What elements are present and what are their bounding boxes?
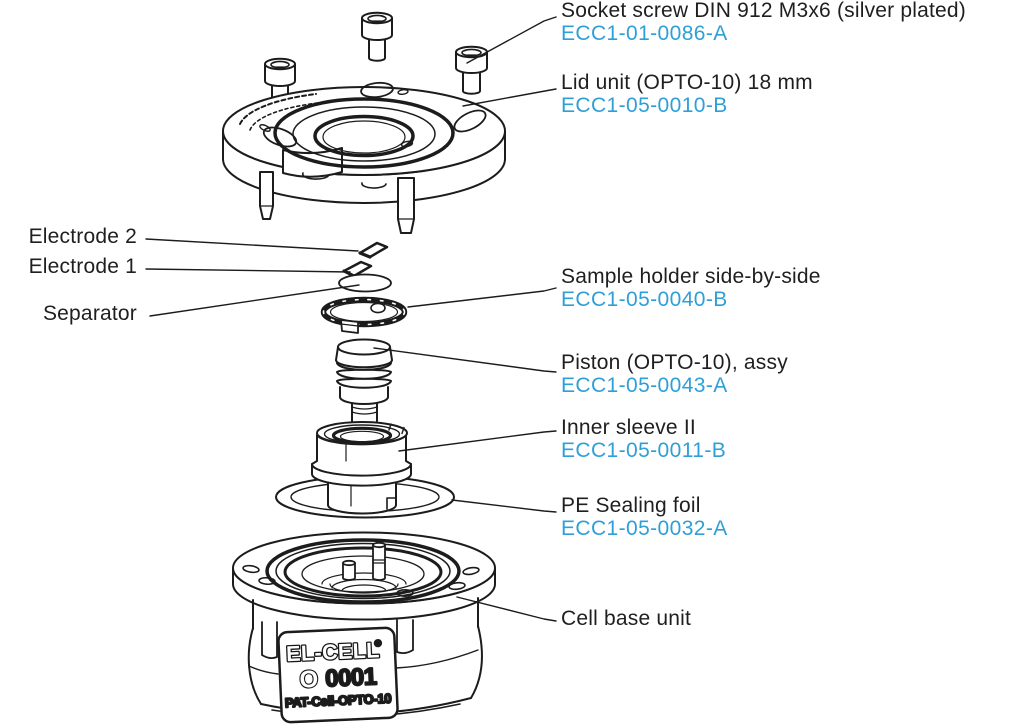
label-socket-screw: Socket screw DIN 912 M3x6 (silver plated… [561,0,966,45]
label-electrode-1: Electrode 1 [29,255,137,278]
part-name: Electrode 2 [28,225,137,248]
label-cell-base-unit: Cell base unit [561,607,691,630]
leader-lines [145,16,557,622]
cell-base-drawing: EL-CELL ® O 0001 PAT-Cell-OPTO-10 [232,531,496,724]
label-inner-sleeve: Inner sleeve II ECC1-05-0011-B [561,416,726,462]
base-label-model: PAT-Cell-OPTO-10 [285,691,392,711]
part-name: Piston (OPTO-10), assy [561,351,788,374]
base-label-brand: EL-CELL [286,638,381,666]
part-number: ECC1-05-0043-A [561,374,728,397]
label-sample-holder: Sample holder side-by-side ECC1-05-0040-… [561,265,821,311]
part-name: Sample holder side-by-side [561,265,821,288]
part-number: ECC1-05-0040-B [561,288,728,311]
electrode-2-drawing [358,241,389,259]
label-pe-sealing-foil: PE Sealing foil ECC1-05-0032-A [561,494,728,540]
lid-drawing [222,81,506,234]
label-lid-unit: Lid unit (OPTO-10) 18 mm ECC1-05-0010-B [561,71,813,117]
part-number: ECC1-01-0086-A [561,22,728,45]
part-name: Socket screw DIN 912 M3x6 (silver plated… [561,0,967,22]
part-name: Cell base unit [561,607,692,630]
base-label-serial-prefix: O [299,666,319,694]
base-label-reg-mark: ® [374,638,381,648]
separator-drawing [338,273,392,293]
part-name: PE Sealing foil [561,494,701,517]
socket-screws-drawing [264,11,488,107]
label-electrode-2: Electrode 2 [29,225,137,248]
part-number: ECC1-05-0010-B [561,94,728,117]
sample-holder-drawing [318,296,410,334]
inner-sleeve-drawing [311,421,412,515]
part-number: ECC1-05-0011-B [561,439,727,462]
piston-drawing [335,338,393,426]
label-separator: Separator [43,302,137,325]
part-name: Inner sleeve II [561,416,696,439]
base-label-serial-number: 0001 [325,663,378,692]
part-name: Lid unit (OPTO-10) 18 mm [561,71,813,94]
label-piston: Piston (OPTO-10), assy ECC1-05-0043-A [561,351,788,397]
part-number: ECC1-05-0032-A [561,517,728,540]
part-name: Separator [42,302,137,325]
part-name: Electrode 1 [28,255,137,278]
